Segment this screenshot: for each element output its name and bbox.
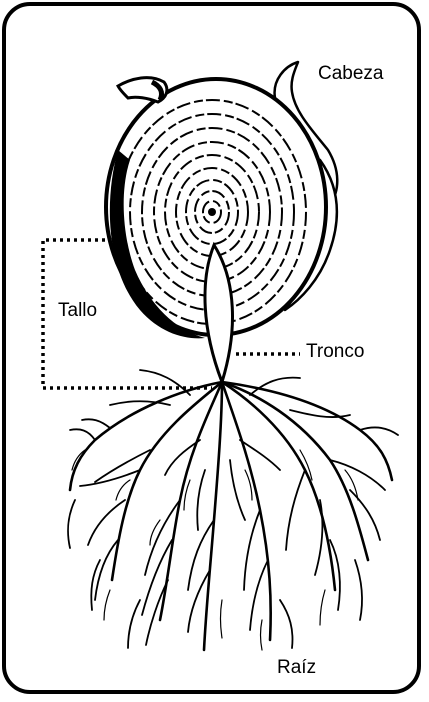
label-raiz: Raíz (277, 658, 316, 677)
label-tronco: Tronco (306, 342, 364, 361)
root-system-icon (68, 370, 398, 650)
label-tallo: Tallo (58, 301, 97, 320)
label-cabeza: Cabeza (318, 64, 384, 83)
